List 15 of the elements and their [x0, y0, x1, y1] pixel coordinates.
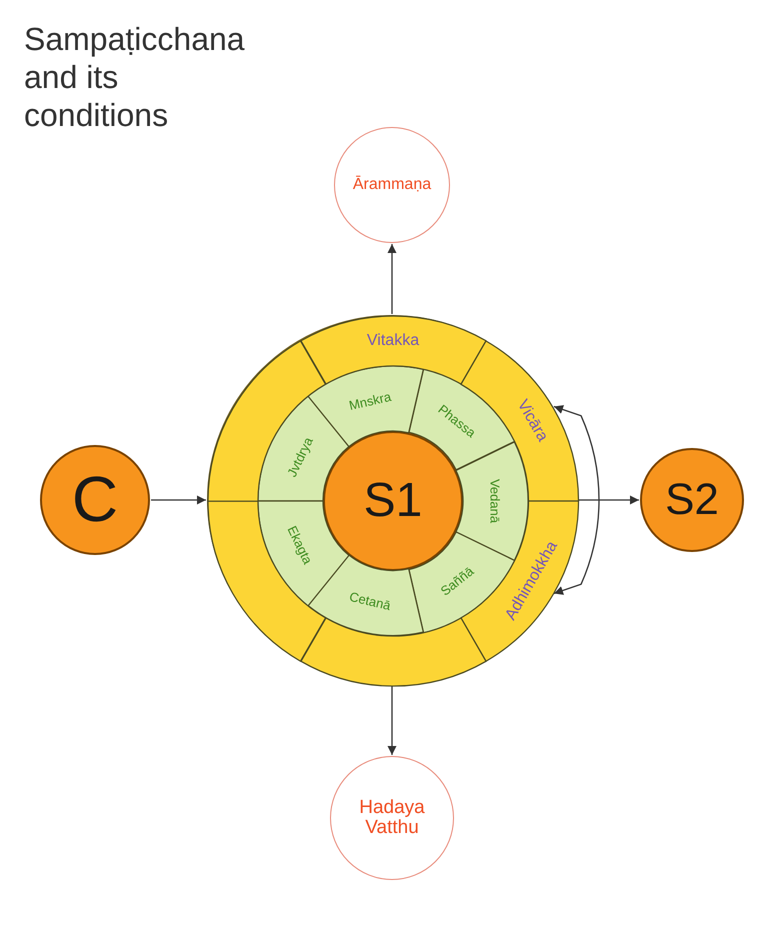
segment-label: Vedanā	[488, 478, 503, 524]
node-label: S1	[364, 476, 422, 526]
node-label: Ārammaṇa	[352, 176, 432, 194]
arrow	[151, 495, 206, 505]
segment-label: Mnskra	[347, 389, 392, 414]
diagram-title: Sampaṭicchana and its conditions	[24, 20, 246, 134]
node-label: S2	[665, 476, 719, 524]
node-label: Hadaya Vatthu	[358, 798, 426, 838]
node-label: C	[72, 466, 118, 534]
arrow	[578, 495, 639, 505]
segment-label: Vitakka	[366, 332, 420, 350]
segment-label: Cetanā	[348, 588, 392, 613]
arrow	[387, 244, 397, 314]
arrow	[387, 686, 397, 755]
arrow	[554, 405, 600, 595]
